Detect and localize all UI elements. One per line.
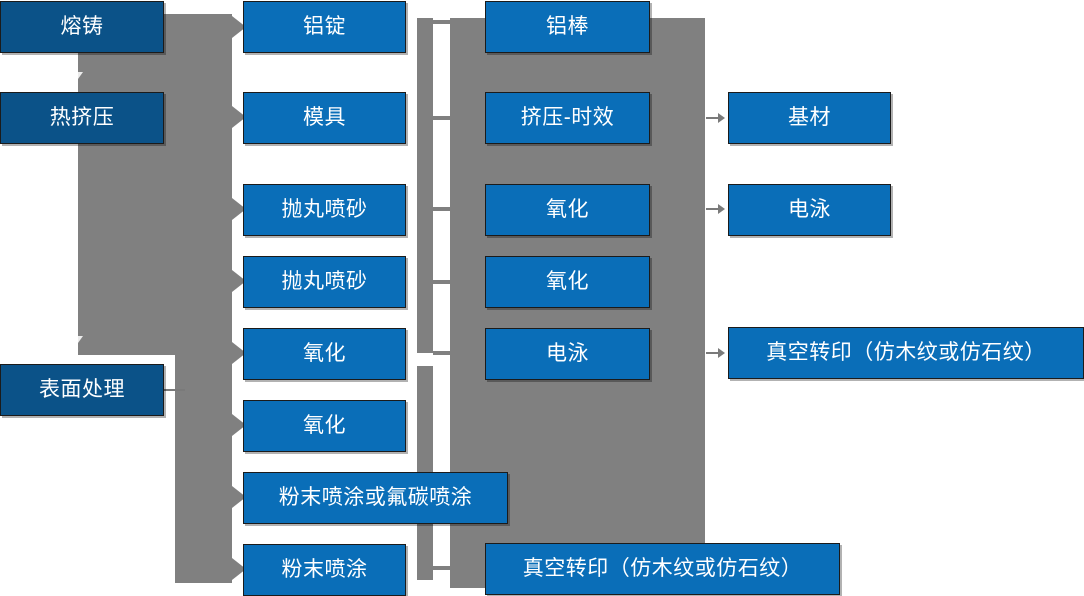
process-label-3: 氧化 xyxy=(546,270,589,294)
stage-down-arrow-2 xyxy=(73,336,83,343)
output-box-electrophoresis[interactable]: 电泳 xyxy=(728,184,891,236)
material-box-powder-or-fluorocarbon-coating[interactable]: 粉末喷涂或氟碳喷涂 xyxy=(243,472,508,524)
stage-box-melting-casting[interactable]: 熔铸 xyxy=(0,1,164,53)
material-label-5: 氧化 xyxy=(303,414,346,438)
left-bracket-tip-3 xyxy=(232,198,246,220)
process-box-extrusion-aging[interactable]: 挤压-时效 xyxy=(485,92,650,144)
material-label-6: 粉末喷涂或氟碳喷涂 xyxy=(278,486,473,510)
material-label-1: 模具 xyxy=(303,106,346,130)
process-box-anodizing-1[interactable]: 氧化 xyxy=(485,184,650,236)
left-bracket-tip-1 xyxy=(232,16,246,38)
process-label-4: 电泳 xyxy=(546,342,589,366)
left-bracket-body xyxy=(78,14,232,355)
material-box-anodizing-2[interactable]: 氧化 xyxy=(243,400,406,452)
material-label-0: 铝锭 xyxy=(303,15,346,39)
stage-box-hot-extrusion[interactable]: 热挤压 xyxy=(0,92,164,144)
output-arrow-line-3 xyxy=(706,352,720,354)
material-label-2: 抛丸喷砂 xyxy=(281,198,368,222)
left-bracket-body-lower xyxy=(175,355,232,583)
output-box-base-material[interactable]: 基材 xyxy=(728,92,891,144)
output-label-2: 真空转印（仿木纹或仿石纹） xyxy=(766,341,1046,365)
middle-stub-4 xyxy=(433,280,450,284)
material-box-aluminium-ingot[interactable]: 铝锭 xyxy=(243,1,406,53)
left-bracket-tip-6 xyxy=(232,414,246,436)
material-label-4: 氧化 xyxy=(303,342,346,366)
middle-stub-2 xyxy=(433,116,450,120)
stage-box-surface-treatment[interactable]: 表面处理 xyxy=(0,364,164,416)
process-box-anodizing-2[interactable]: 氧化 xyxy=(485,256,650,308)
left-bracket-tip-2 xyxy=(232,106,246,128)
output-label-1: 电泳 xyxy=(788,198,831,222)
middle-stub-1 xyxy=(433,20,450,24)
output-arrow-head-2 xyxy=(718,204,725,214)
middle-stub-3 xyxy=(433,207,450,211)
material-label-3: 抛丸喷砂 xyxy=(281,270,368,294)
material-box-anodizing-1[interactable]: 氧化 xyxy=(243,328,406,380)
output-arrow-head-1 xyxy=(718,113,725,123)
process-label-2: 氧化 xyxy=(546,198,589,222)
left-bracket-tip-8 xyxy=(232,558,246,580)
process-label-5: 真空转印（仿木纹或仿石纹） xyxy=(522,557,803,581)
output-arrow-line-2 xyxy=(706,208,720,210)
middle-rail-upper xyxy=(417,18,433,353)
process-box-vacuum-transfer-print[interactable]: 真空转印（仿木纹或仿石纹） xyxy=(485,543,840,595)
material-box-shot-blasting-2[interactable]: 抛丸喷砂 xyxy=(243,256,406,308)
left-bracket-tip-4 xyxy=(232,270,246,292)
process-label-1: 挤压-时效 xyxy=(520,106,615,130)
stage-label-2: 表面处理 xyxy=(39,378,125,402)
surface-treatment-connector xyxy=(163,389,185,391)
stage-down-arrow-1 xyxy=(73,72,83,79)
material-box-mold[interactable]: 模具 xyxy=(243,92,406,144)
material-box-powder-coating[interactable]: 粉末喷涂 xyxy=(243,544,406,596)
process-label-0: 铝棒 xyxy=(546,15,589,39)
output-arrow-head-3 xyxy=(718,348,725,358)
left-bracket-tip-7 xyxy=(232,486,246,508)
middle-stub-6 xyxy=(433,566,450,570)
process-box-aluminium-bar[interactable]: 铝棒 xyxy=(485,1,650,53)
left-bracket-tip-5 xyxy=(232,342,246,364)
output-box-vacuum-transfer-print[interactable]: 真空转印（仿木纹或仿石纹） xyxy=(728,327,1084,379)
output-arrow-line-1 xyxy=(706,117,720,119)
material-box-shot-blasting-1[interactable]: 抛丸喷砂 xyxy=(243,184,406,236)
middle-stub-5 xyxy=(433,351,450,355)
stage-label-0: 熔铸 xyxy=(60,15,104,39)
process-box-electrophoresis[interactable]: 电泳 xyxy=(485,328,650,380)
material-label-7: 粉末喷涂 xyxy=(281,558,368,582)
output-label-0: 基材 xyxy=(788,106,831,130)
stage-label-1: 热挤压 xyxy=(49,106,115,130)
